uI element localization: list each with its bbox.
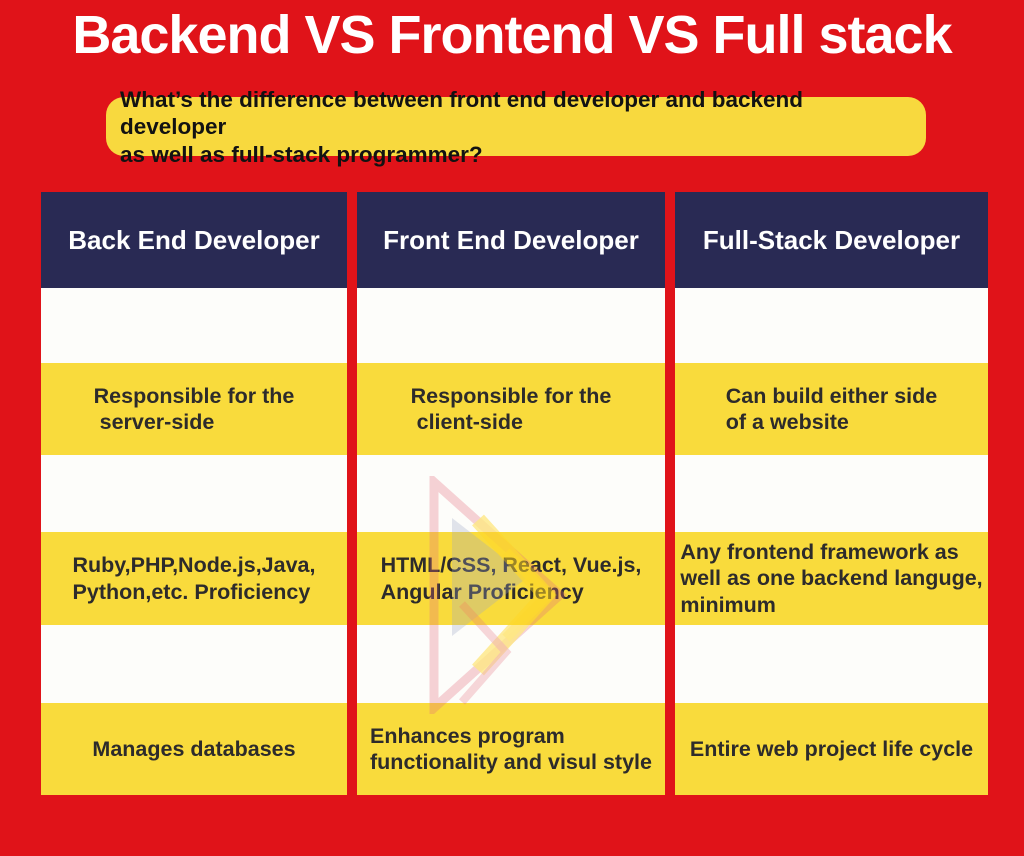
spacer-row [357,625,665,703]
spacer-row [675,288,988,363]
cell-text: Responsible for the server-side [93,383,295,434]
spacer-row [41,455,347,532]
spacer-row [675,455,988,532]
cell-text: Manages databases [92,736,296,761]
cell-text: Enhances program functionality and visul… [370,723,652,774]
spacer-row [41,288,347,363]
column-header-frontend: Front End Developer [357,192,665,288]
question-banner: What’s the difference between front end … [106,87,926,167]
column-frontend: Front End Developer Responsible for the … [357,192,665,795]
cell-backend-responsibility: Responsible for the server-side [41,363,347,455]
cell-backend-skills: Ruby,PHP,Node.js,Java, Python,etc. Profi… [41,532,347,625]
cell-frontend-scope: Enhances program functionality and visul… [357,703,665,795]
cell-text: Can build either side of a website [725,383,938,434]
column-backend: Back End Developer Responsible for the s… [41,192,347,795]
column-header-fullstack: Full-Stack Developer [675,192,988,288]
cell-fullstack-skills: Any frontend framework as well as one ba… [675,532,988,625]
question-line-2: as well as full-stack programmer? [120,141,483,167]
cell-text: HTML/CSS, React, Vue.js, Angular Profici… [380,553,642,604]
cell-text: Responsible for the client-side [410,383,612,434]
column-header-backend: Back End Developer [41,192,347,288]
spacer-row [357,288,665,363]
spacer-row [675,625,988,703]
cell-text: Any frontend framework as well as one ba… [680,540,983,617]
cell-frontend-responsibility: Responsible for the client-side [357,363,665,455]
question-line-1: What’s the difference between front end … [120,86,804,140]
cell-fullstack-responsibility: Can build either side of a website [675,363,988,455]
spacer-row [41,625,347,703]
cell-text: Ruby,PHP,Node.js,Java, Python,etc. Profi… [72,553,316,604]
column-fullstack: Full-Stack Developer Can build either si… [675,192,988,795]
page-title: Backend VS Frontend VS Full stack [72,5,952,65]
cell-fullstack-scope: Entire web project life cycle [675,703,988,795]
cell-text: Entire web project life cycle [689,736,974,761]
spacer-row [357,455,665,532]
cell-frontend-skills: HTML/CSS, React, Vue.js, Angular Profici… [357,532,665,625]
comparison-table: Back End Developer Responsible for the s… [41,192,988,795]
cell-backend-scope: Manages databases [41,703,347,795]
